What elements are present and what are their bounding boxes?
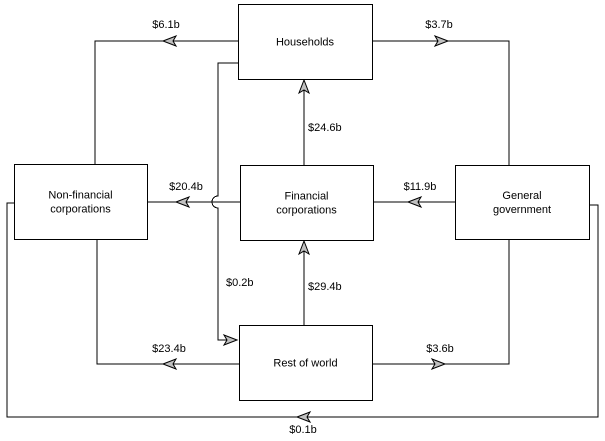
flow-line bbox=[372, 239, 510, 365]
flow-households-to-rest-of-world: $0.2b bbox=[211, 62, 254, 346]
node-rest-of-world: Rest of world bbox=[239, 325, 373, 401]
flow-label: $6.1b bbox=[152, 19, 180, 31]
flow-rest-of-world-to-financial: $29.4b bbox=[298, 239, 342, 325]
flow-label: $29.4b bbox=[308, 281, 342, 293]
arrowhead bbox=[433, 35, 450, 47]
arrowhead bbox=[222, 334, 239, 346]
flow-label: $0.1b bbox=[289, 424, 317, 436]
node-box bbox=[14, 164, 148, 240]
node-label: Rest of world bbox=[273, 358, 337, 370]
flow-financial-to-non-financial: $20.4b bbox=[147, 181, 240, 208]
flow-general-government-to-financial: $11.9b bbox=[373, 181, 455, 208]
flow-label: $11.9b bbox=[404, 181, 437, 193]
flow-rest-of-world-to-general-government: $3.6b bbox=[372, 239, 510, 370]
arrowhead bbox=[298, 78, 310, 95]
flow-line bbox=[211, 62, 238, 341]
flow-line bbox=[94, 40, 238, 164]
flow-label: $3.6b bbox=[426, 343, 454, 355]
node-households: Households bbox=[238, 4, 373, 80]
flow-households-to-non-financial: $6.1b bbox=[94, 19, 238, 164]
flow-label: $20.4b bbox=[169, 181, 203, 193]
flow-label: $24.6b bbox=[308, 122, 342, 134]
flow-line bbox=[372, 40, 510, 165]
node-box bbox=[239, 325, 373, 401]
node-box bbox=[240, 165, 374, 241]
flow-label: $23.4b bbox=[152, 343, 186, 355]
arrowhead bbox=[161, 35, 178, 47]
arrowhead bbox=[430, 358, 447, 370]
flow-financial-to-households: $24.6b bbox=[298, 78, 342, 165]
node-label: Households bbox=[276, 37, 335, 49]
arrowhead bbox=[161, 358, 178, 370]
node-box bbox=[238, 4, 373, 80]
arrowhead bbox=[295, 411, 312, 423]
arrowhead bbox=[406, 196, 423, 208]
node-box bbox=[455, 165, 590, 240]
flow-label: $0.2b bbox=[226, 277, 254, 289]
arrowhead bbox=[298, 239, 310, 256]
flow-label: $3.7b bbox=[425, 19, 453, 31]
arrowhead bbox=[174, 196, 191, 208]
flow-line bbox=[96, 239, 239, 365]
flow-rest-of-world-to-non-financial: $23.4b bbox=[96, 239, 239, 370]
flow-general-government-to-non-financial: $0.1b bbox=[6, 202, 599, 436]
flow-households-to-general-government: $3.7b bbox=[372, 19, 510, 165]
